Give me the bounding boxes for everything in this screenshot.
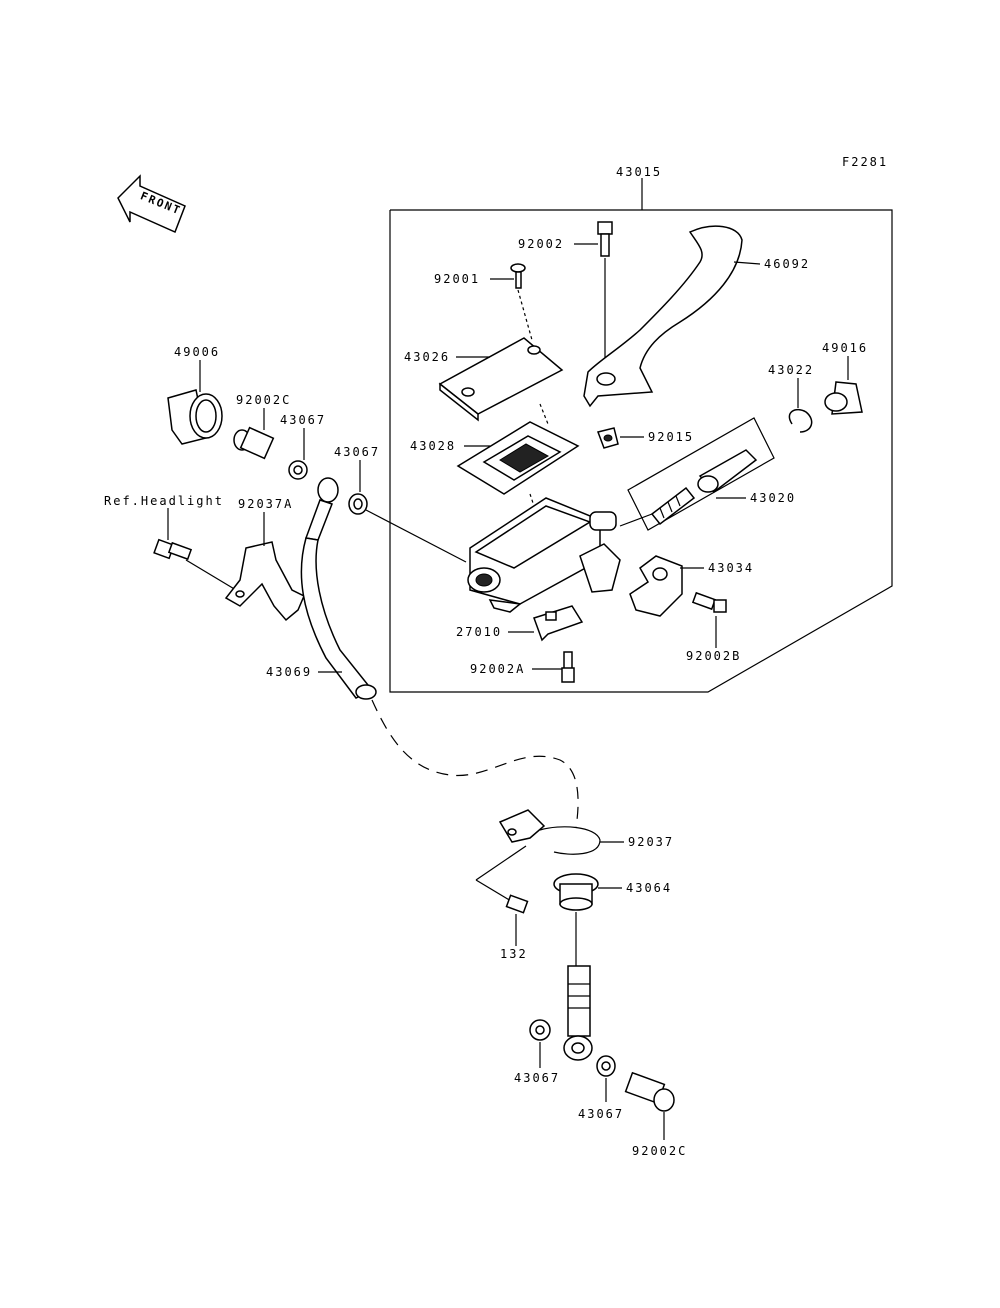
boot-icon <box>167 389 223 445</box>
washer-icon <box>596 1055 616 1077</box>
master-cylinder-icon <box>467 497 621 613</box>
hose-routing-line <box>371 699 579 829</box>
diaphragm-icon <box>456 421 580 495</box>
label-92037: 92037 <box>628 835 674 849</box>
label-92002C-top: 92002C <box>236 393 291 407</box>
washer-icon <box>348 493 368 515</box>
label-92037A: 92037A <box>238 497 293 511</box>
piston-kit-icon <box>627 417 775 531</box>
nut-icon <box>597 427 619 449</box>
grommet-icon <box>553 873 599 911</box>
label-92002B: 92002B <box>686 649 741 663</box>
circlip-icon <box>788 408 813 433</box>
bolt-icon <box>597 221 613 372</box>
dust-cover-icon <box>824 381 863 415</box>
label-92001: 92001 <box>434 272 480 286</box>
label-92002C-bottom: 92002C <box>632 1144 687 1158</box>
washer-icon <box>529 1019 551 1041</box>
brake-lever-icon <box>583 225 743 408</box>
hose-fitting-icon <box>563 965 593 1061</box>
ref-headlight-label: Ref.Headlight <box>104 494 224 508</box>
assembly-outline <box>389 178 893 693</box>
bleeder-screw-icon <box>561 651 575 683</box>
label-43067-d: 43067 <box>578 1107 624 1121</box>
label-43067-c: 43067 <box>514 1071 560 1085</box>
washer-icon <box>288 460 308 480</box>
brake-hose-icon <box>300 477 377 700</box>
clamp-bolt-icon <box>691 591 727 613</box>
label-43026: 43026 <box>404 350 450 364</box>
mount-bolt-icon <box>153 538 193 561</box>
reservoir-cap-icon <box>438 337 564 422</box>
banjo-bolt-icon <box>624 1071 675 1112</box>
label-43034: 43034 <box>708 561 754 575</box>
label-132: 132 <box>500 947 528 961</box>
label-92002A: 92002A <box>470 662 525 676</box>
figure-code: F2281 <box>842 155 888 169</box>
label-43020: 43020 <box>750 491 796 505</box>
label-43067-b: 43067 <box>334 445 380 459</box>
label-92015: 92015 <box>648 430 694 444</box>
screw-icon <box>510 263 526 289</box>
label-43067-a: 43067 <box>280 413 326 427</box>
label-43028: 43028 <box>410 439 456 453</box>
front-arrow-icon: FRONT <box>117 174 186 234</box>
label-49016: 49016 <box>822 341 868 355</box>
label-27010: 27010 <box>456 625 502 639</box>
label-92002: 92002 <box>518 237 564 251</box>
label-43022: 43022 <box>768 363 814 377</box>
hose-clamp-icon <box>498 809 601 855</box>
label-43069: 43069 <box>266 665 312 679</box>
clamp-icon <box>629 555 683 617</box>
label-43064: 43064 <box>626 881 672 895</box>
label-49006: 49006 <box>174 345 220 359</box>
label-46092: 46092 <box>764 257 810 271</box>
label-43015: 43015 <box>616 165 662 179</box>
bolt-132-icon <box>505 894 529 914</box>
bracket-icon <box>224 541 305 622</box>
brake-switch-icon <box>533 605 584 642</box>
banjo-bolt-icon <box>233 426 275 460</box>
